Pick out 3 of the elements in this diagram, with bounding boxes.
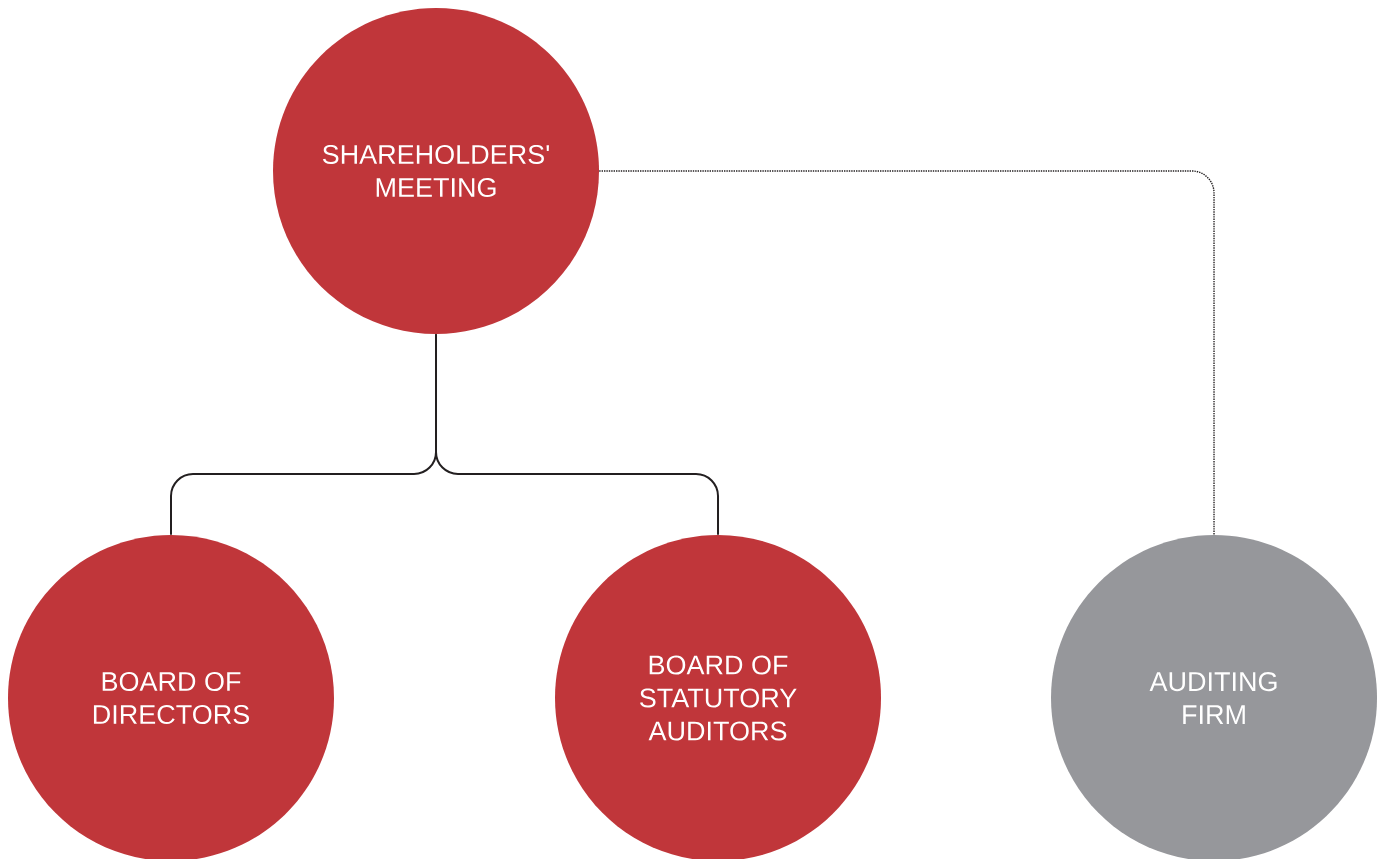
dotted-connector	[598, 170, 1215, 536]
circle-node: SHAREHOLDERS' MEETING	[273, 8, 599, 334]
connector-line	[435, 333, 719, 536]
